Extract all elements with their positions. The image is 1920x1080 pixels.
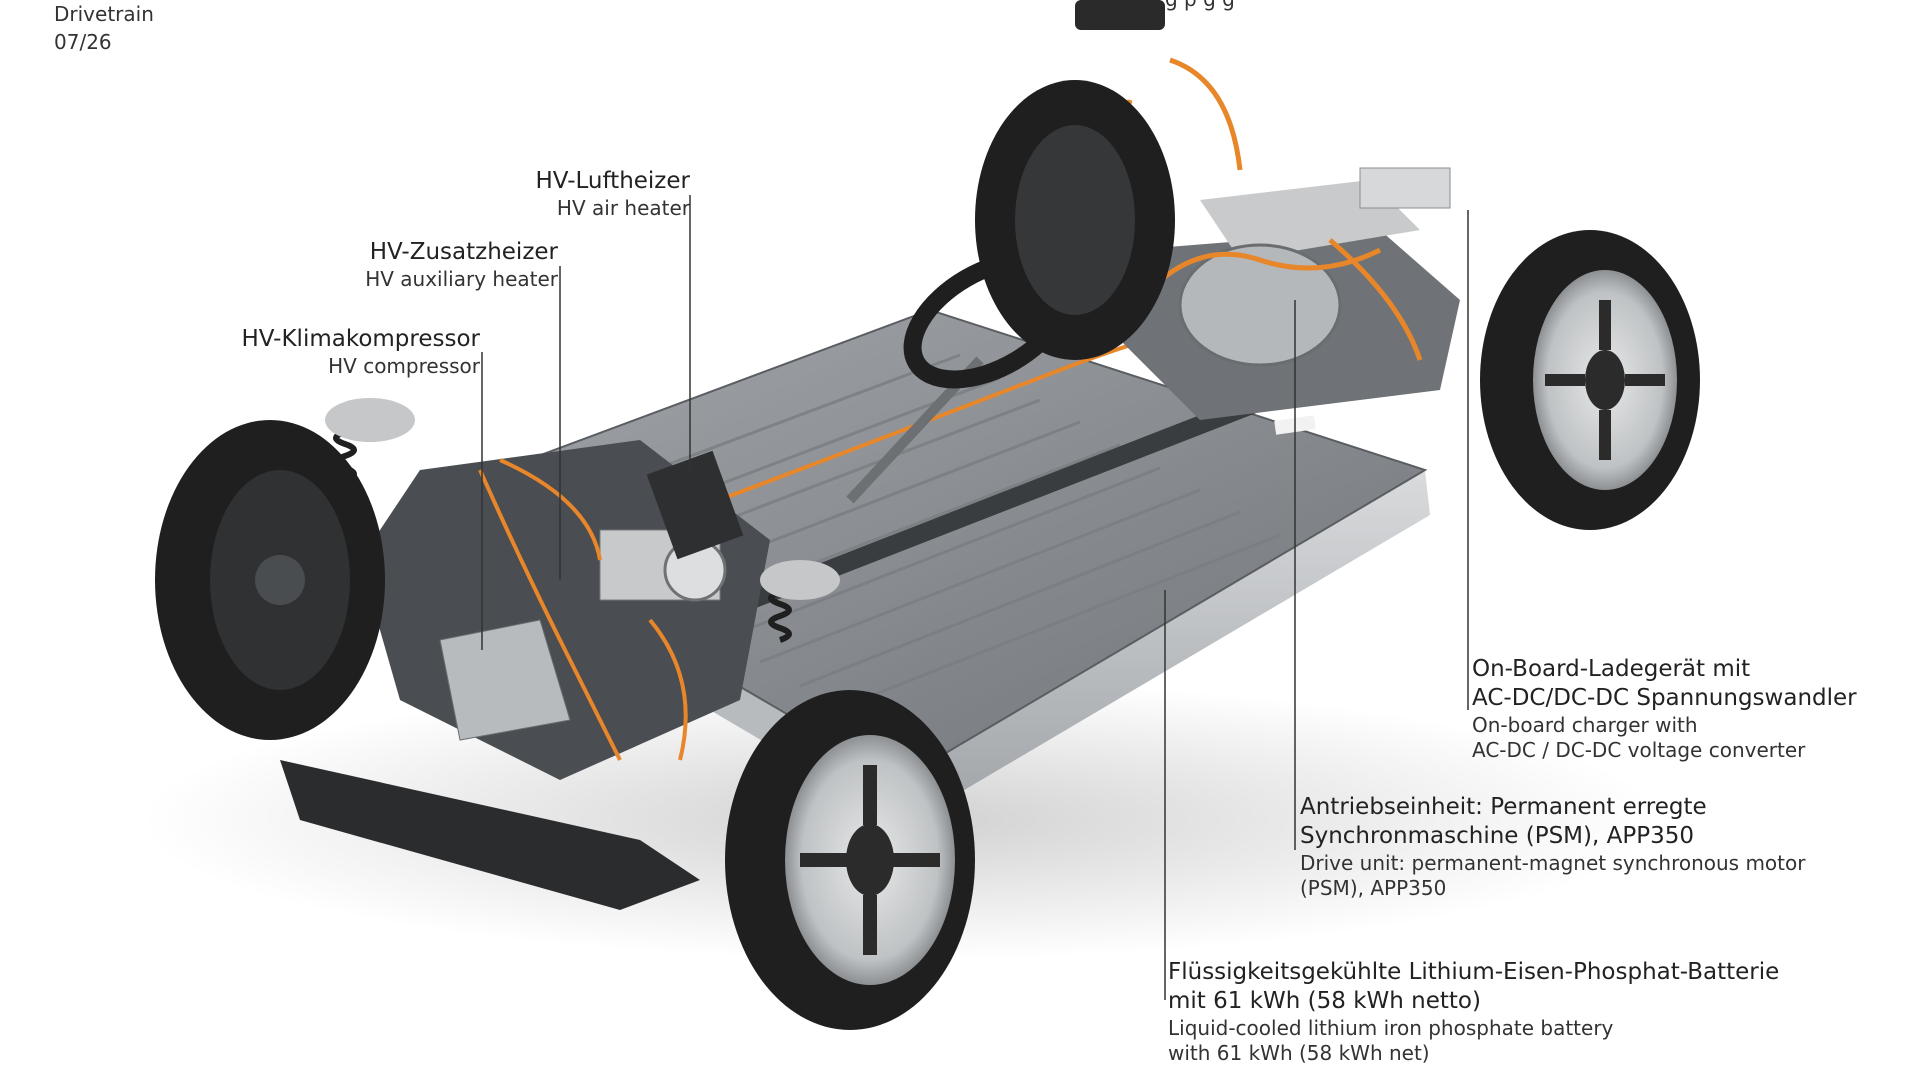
center-tunnel: [700, 380, 1310, 622]
front-subframe: [280, 760, 700, 910]
label-battery-en-2: with 61 kWh (58 kWh net): [1168, 1041, 1430, 1065]
label-onboard-charger-en-2: AC-DC / DC-DC voltage converter: [1472, 738, 1806, 762]
label-hv-compressor-en: HV compressor: [328, 354, 480, 378]
rear-charge-cable: [1169, 57, 1243, 171]
label-onboard-charger-de-1: On-Board-Ladegerät mit: [1472, 656, 1751, 682]
label-drive-unit: Antriebseinheit: Permanent erregte Synch…: [1300, 793, 1805, 901]
wheel-front-left: [155, 420, 385, 740]
top-cut-text: g p g g: [1165, 0, 1235, 11]
wheel-front-right: [725, 690, 975, 1030]
label-drive-unit-de-2: Synchronmaschine (PSM), APP350: [1300, 823, 1694, 849]
label-hv-auxiliary-heater-de: HV-Zusatzheizer: [369, 239, 558, 265]
front-strut-mount-left: [325, 398, 415, 442]
label-hv-compressor-de: HV-Klimakompressor: [241, 326, 480, 352]
label-onboard-charger-en-1: On-board charger with: [1472, 713, 1698, 737]
label-hv-auxiliary-heater-en: HV auxiliary heater: [365, 267, 558, 291]
wheel-rear-right: [1480, 230, 1700, 530]
label-hv-auxiliary-heater: HV-Zusatzheizer HV auxiliary heater: [365, 238, 558, 292]
label-hv-air-heater: HV-Luftheizer HV air heater: [536, 167, 690, 221]
label-battery: Flüssigkeitsgekühlte Lithium-Eisen-Phosp…: [1168, 958, 1779, 1066]
label-battery-de-1: Flüssigkeitsgekühlte Lithium-Eisen-Phosp…: [1168, 959, 1780, 985]
wheel-rear-left: [975, 80, 1175, 360]
label-battery-de-2: mit 61 kWh (58 kWh netto): [1168, 988, 1481, 1014]
label-hv-compressor: HV-Klimakompressor HV compressor: [241, 325, 480, 379]
label-onboard-charger: On-Board-Ladegerät mit AC-DC/DC-DC Spann…: [1472, 655, 1857, 763]
label-drive-unit-en-1: Drive unit: permanent-magnet synchronous…: [1300, 851, 1806, 875]
front-strut-mount-right: [760, 560, 840, 600]
header-title: Drivetrain: [54, 2, 154, 26]
label-drive-unit-en-2: (PSM), APP350: [1300, 876, 1447, 900]
header: Drivetrain 07/26: [54, 0, 154, 56]
label-onboard-charger-de-2: AC-DC/DC-DC Spannungswandler: [1472, 685, 1857, 711]
label-drive-unit-de-1: Antriebseinheit: Permanent erregte: [1300, 794, 1707, 820]
front-module: [360, 440, 770, 780]
leader-lines: [481, 195, 1469, 1000]
label-battery-en-1: Liquid-cooled lithium iron phosphate bat…: [1168, 1016, 1614, 1040]
rear-drive-unit: [1120, 167, 1460, 420]
label-hv-air-heater-en: HV air heater: [556, 196, 690, 220]
header-page-number: 07/26: [54, 30, 112, 54]
charge-port: [1075, 0, 1165, 30]
label-hv-air-heater-de: HV-Luftheizer: [535, 168, 690, 194]
